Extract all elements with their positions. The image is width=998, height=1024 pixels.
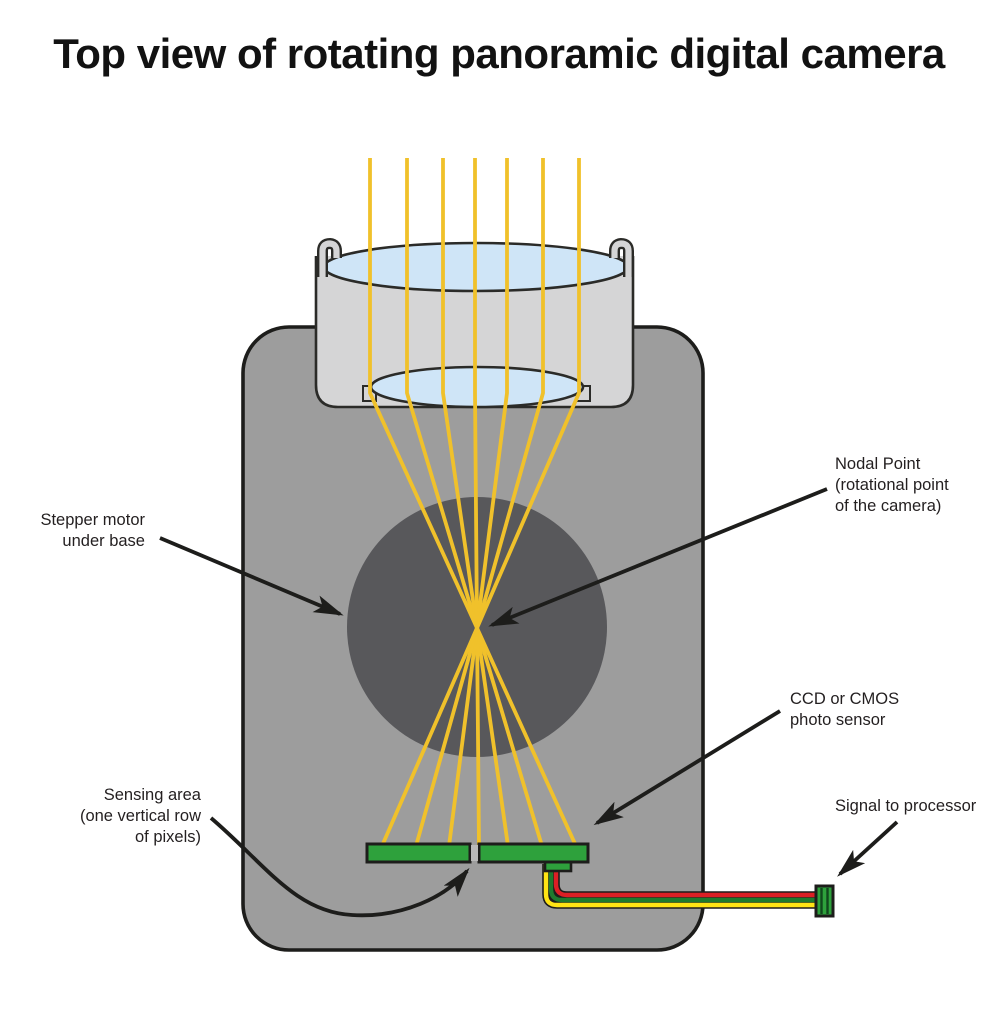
cable-wire-green [548,864,819,903]
signal-arrow [837,820,899,877]
lens-assembly [314,237,635,409]
light-ray [405,158,544,847]
light-ray [441,158,510,847]
sensor-bar-left [365,842,472,864]
light-rays [368,158,581,847]
ccd-sensor-label: CCD or CMOS photo sensor [790,690,900,729]
signal-label: Signal to processor [835,797,977,815]
nodal-point-arrow [488,487,828,627]
light-ray [447,158,509,847]
sensing-area-label: Sensing area (one vertical row of pixels… [79,786,201,846]
stepper-motor-label: Stepper motor under base [40,511,145,550]
annotation-arrows [159,487,899,918]
signal-cable [542,864,819,909]
sensing-slit [471,845,478,861]
nodal-point-label: Nodal Point (rotational point of the cam… [835,455,949,515]
light-ray [473,158,481,847]
light-ray [414,158,545,847]
diagram-title: Top view of rotating panoramic digital c… [53,30,945,77]
stepper-motor-arrow [159,536,344,616]
sensing-area-arrow [209,816,470,918]
cable-wire-red [553,864,819,898]
barrel-flange-left [319,240,340,277]
light-ray [368,158,578,847]
sensor-bar-right [477,842,590,864]
light-ray [380,158,581,847]
cable-wire-yellow [543,864,819,908]
photo-sensor [365,842,590,873]
barrel-flange-right [611,240,632,277]
ccd-sensor-arrow [593,709,781,826]
lens-bottom-element [369,365,585,409]
processor-connector [814,884,835,918]
connector-body [814,884,835,918]
